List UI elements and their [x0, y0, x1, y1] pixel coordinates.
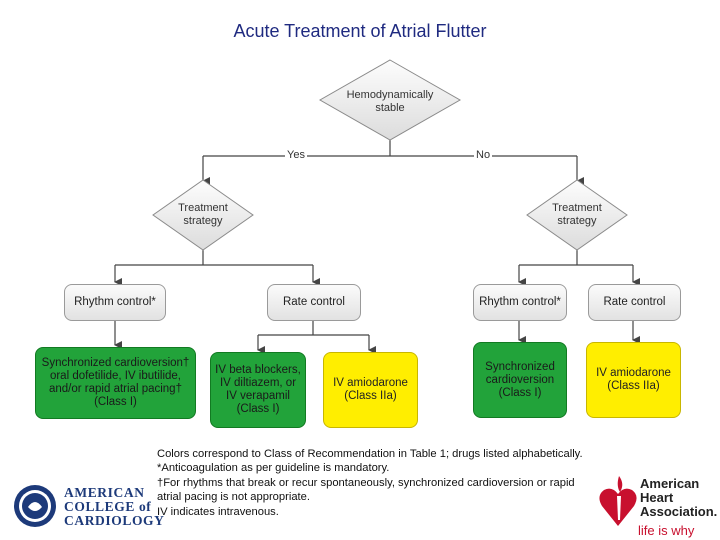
acc-seal-icon [14, 485, 56, 527]
footnote-iv: IV indicates intravenous. [157, 505, 279, 518]
left-rhythm-treatment-class-i: Synchronized cardioversion† oral dofetil… [35, 347, 196, 419]
right-rhythm-control-box: Rhythm control* [473, 284, 567, 321]
footnotes: Colors correspond to Class of Recommenda… [157, 447, 627, 519]
no-edge-label: No [474, 149, 493, 161]
left-rhythm-control-box: Rhythm control* [64, 284, 166, 321]
footnote-rhythms-2: atrial pacing is not appropriate. [157, 491, 310, 504]
right-rhythm-treatment-class-i: Synchronized cardioversion (Class I) [473, 342, 567, 418]
footnote-rhythms-1: †For rhythms that break or recur spontan… [157, 476, 575, 489]
left-treatment-strategy-decision: Treatment strategy [178, 202, 228, 227]
root-diamond [318, 59, 462, 141]
right-treatment-strategy-decision: Treatment strategy [552, 202, 602, 227]
page-title: Acute Treatment of Atrial Flutter [233, 21, 487, 41]
yes-edge-label: Yes [285, 149, 307, 161]
right-strategy-diamond [526, 179, 628, 251]
left-rate-treatment-class-iia: IV amiodarone (Class IIa) [323, 352, 418, 428]
aha-logo-text: American Heart Association. [640, 476, 718, 519]
left-rate-treatment-class-i: IV beta blockers, IV diltiazem, or IV ve… [210, 352, 306, 428]
left-strategy-diamond [152, 179, 254, 251]
left-rate-control-box: Rate control [267, 284, 361, 321]
footnote-anticoagulation: *Anticoagulation as per guideline is man… [157, 462, 390, 475]
footnote-colors: Colors correspond to Class of Recommenda… [157, 448, 583, 460]
right-rate-treatment-class-iia: IV amiodarone (Class IIa) [586, 342, 681, 418]
aha-tagline: life is why [638, 523, 695, 538]
acc-logo-text: AMERICAN COLLEGE of CARDIOLOGY [64, 485, 165, 528]
right-rate-control-box: Rate control [588, 284, 681, 321]
aha-heart-torch-icon [599, 476, 637, 526]
hemodynamically-stable-decision: Hemodynamically stable [346, 89, 434, 114]
